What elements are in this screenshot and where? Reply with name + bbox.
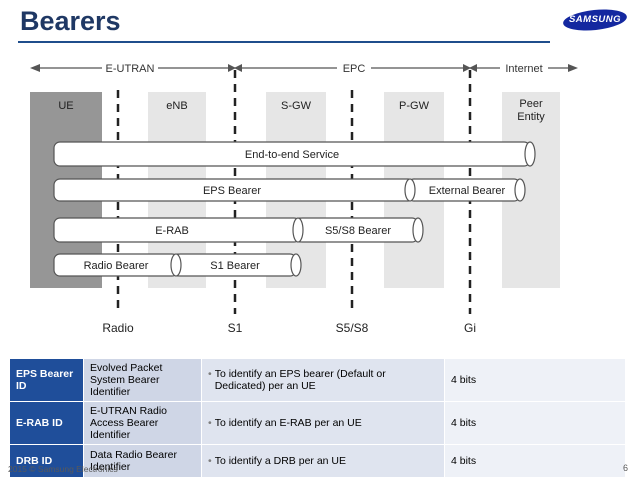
- bearer-label-external: External Bearer: [429, 185, 506, 197]
- bearer-label-s5s8: S5/S8 Bearer: [325, 225, 391, 237]
- bearer-architecture-diagram: E-UTRAN EPC Internet UE eNB S-GW P-GW Pe…: [30, 61, 578, 335]
- arrow-s1-right-icon: [228, 64, 236, 72]
- purpose-text: To identify a DRB per an UE: [214, 455, 346, 467]
- cell-purpose: •To identify a DRB per an UE: [201, 444, 445, 478]
- cell-size: 4 bits: [444, 401, 626, 445]
- bearer-label-end-to-end: End-to-end Service: [245, 149, 339, 161]
- domain-label-epc: EPC: [343, 63, 366, 75]
- bearer-label-s1: S1 Bearer: [210, 260, 260, 272]
- cell-size: 4 bits: [444, 444, 626, 478]
- interface-label-s5s8: S5/S8: [336, 321, 369, 335]
- pipe-end-to-end: [53, 141, 536, 167]
- interface-label-s1: S1: [228, 321, 243, 335]
- arrow-left-icon: [30, 64, 40, 72]
- footer-copyright: 2015 © Samsung Electronics: [8, 464, 118, 474]
- bearer-label-eps: EPS Bearer: [203, 185, 261, 197]
- bearer-id-table: EPS Bearer ID Evolved Packet System Bear…: [9, 358, 626, 478]
- purpose-text: To identify an E-RAB per an UE: [214, 417, 362, 429]
- table-row: DRB ID Data Radio Bearer Identifier •To …: [9, 444, 626, 478]
- bullet-icon: •: [208, 417, 212, 429]
- pipe-external-bearer: [404, 178, 526, 202]
- domain-label-e-utran: E-UTRAN: [106, 63, 155, 75]
- bullet-icon: •: [208, 368, 212, 380]
- cell-name: Data Radio Bearer Identifier: [83, 444, 202, 478]
- node-label-pgw: P-GW: [399, 100, 430, 112]
- node-label-ue: UE: [58, 100, 73, 112]
- cell-name: Evolved Packet System Bearer Identifier: [83, 358, 202, 402]
- cell-size: 4 bits: [444, 358, 626, 402]
- arrow-right-icon: [568, 64, 578, 72]
- title-divider: [18, 41, 550, 43]
- purpose-text: To identify an EPS bearer (Default or De…: [214, 368, 386, 392]
- samsung-logo: [563, 9, 627, 31]
- slide-title: Bearers: [20, 6, 121, 36]
- arrow-gi-right-icon: [463, 64, 471, 72]
- pipe-s1-bearer: [170, 253, 302, 277]
- node-label-enb: eNB: [166, 100, 187, 112]
- interface-label-gi: Gi: [464, 321, 476, 335]
- table-row: EPS Bearer ID Evolved Packet System Bear…: [9, 358, 626, 402]
- cell-id: DRB ID: [9, 444, 84, 478]
- cell-name: E-UTRAN Radio Access Bearer Identifier: [83, 401, 202, 445]
- pipe-s5s8-bearer: [292, 217, 424, 243]
- domain-label-internet: Internet: [505, 63, 542, 75]
- bullet-icon: •: [208, 455, 212, 467]
- cell-purpose: •To identify an E-RAB per an UE: [201, 401, 445, 445]
- interface-label-radio: Radio: [102, 321, 134, 335]
- cell-id: E-RAB ID: [9, 401, 84, 445]
- node-label-sgw: S-GW: [281, 100, 312, 112]
- bearer-label-e-rab: E-RAB: [155, 225, 189, 237]
- cell-purpose: •To identify an EPS bearer (Default or D…: [201, 358, 445, 402]
- cell-id: EPS Bearer ID: [9, 358, 84, 402]
- arrow-gi-left-icon: [469, 64, 477, 72]
- table-row: E-RAB ID E-UTRAN Radio Access Bearer Ide…: [9, 401, 626, 445]
- arrow-s1-left-icon: [234, 64, 242, 72]
- logo-text: SAMSUNG: [568, 14, 622, 25]
- page-number: 6: [622, 463, 628, 473]
- bearer-label-radio: Radio Bearer: [84, 260, 149, 272]
